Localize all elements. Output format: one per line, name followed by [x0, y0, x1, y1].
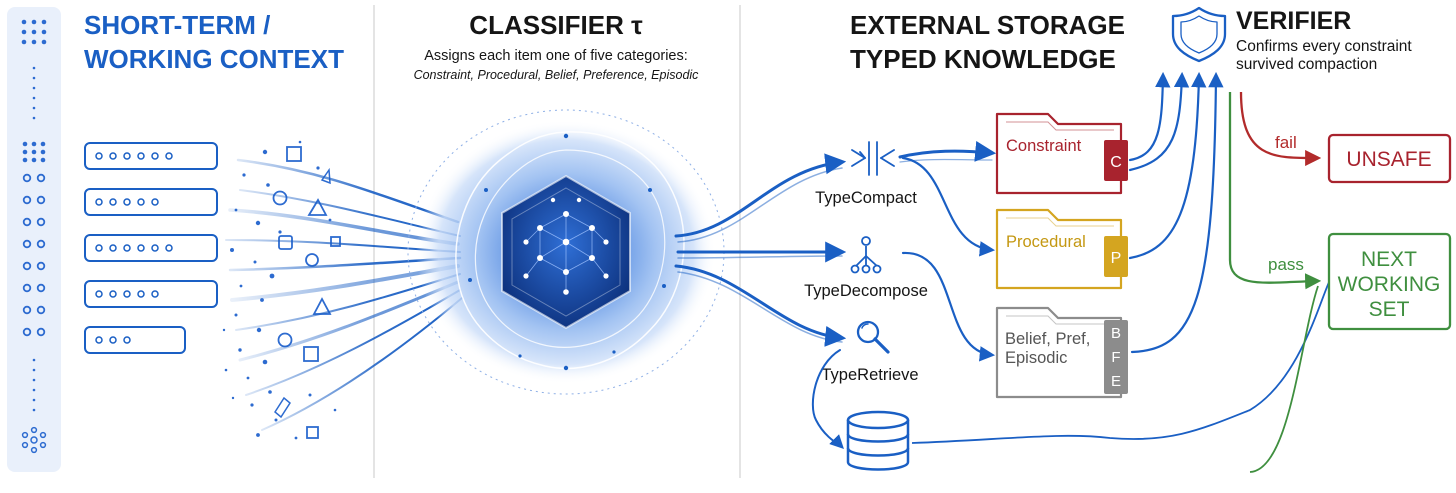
unsafe-label: UNSAFE: [1346, 148, 1431, 171]
constraint-folder-label: Constraint: [1006, 137, 1082, 155]
procedural-tab: [1104, 236, 1128, 277]
rail-dot-grid-mid-icon: [22, 141, 46, 163]
next-working-set-box: [1327, 232, 1452, 331]
classifier-output-streams: [674, 153, 847, 347]
type-retrieve-label: TypeRetrieve: [821, 366, 918, 384]
verifier-desc-line1: Confirms every constraint: [1236, 38, 1412, 55]
bfe-tab-letter-b: B: [1111, 325, 1121, 342]
constraint-tab-letter: C: [1110, 154, 1122, 171]
pass-path: [1228, 92, 1322, 290]
constraint-tab: [1104, 140, 1128, 181]
constraint-folder-icon: C Constraint: [995, 112, 1128, 195]
neural-network-edges: [525, 213, 607, 292]
memory-item: [84, 142, 218, 170]
type-compact-op: TypeCompact: [815, 141, 917, 207]
storage-title-line1: EXTERNAL STORAGE: [850, 10, 1125, 40]
bfe-folder-label-line2: Episodic: [1005, 349, 1067, 367]
bfe-tab: [1104, 320, 1128, 394]
left-rail: [7, 7, 61, 472]
next-working-set-line3: SET: [1369, 298, 1410, 321]
orbit-dots: [468, 133, 666, 371]
classifier-ring-inner: [474, 149, 666, 348]
bfe-tab-letter-f: F: [1111, 349, 1120, 366]
bfe-folder-label-line1: Belief, Pref,: [1005, 330, 1090, 348]
fail-label: fail: [1275, 133, 1297, 152]
rail-background: [7, 7, 61, 472]
context-section: SHORT-TERM / WORKING CONTEXT: [84, 10, 463, 440]
procedural-folder-label: Procedural: [1006, 233, 1086, 251]
next-working-set-line2: WORKING: [1338, 273, 1441, 296]
pass-path-lower: [1249, 285, 1319, 473]
next-working-set-line1: NEXT: [1361, 248, 1417, 271]
magnifier-icon: [856, 320, 890, 354]
verifier-section: VERIFIER Confirms every constraint survi…: [1128, 6, 1452, 473]
triangle-shape: [307, 198, 328, 216]
memory-item: [84, 326, 186, 354]
database-cylinder-icon: [846, 410, 910, 471]
memory-item: [84, 188, 218, 216]
folder-to-verifier-arrows: [1128, 71, 1224, 354]
storage-title-line2: TYPED KNOWLEDGE: [850, 44, 1116, 74]
type-decompose-label: TypeDecompose: [804, 282, 928, 300]
context-title-line1: SHORT-TERM /: [84, 10, 270, 40]
rail-dot-grid-top-icon: [21, 19, 47, 45]
square-shape: [278, 235, 293, 250]
fail-path: [1239, 91, 1322, 167]
type-decompose-op: TypeDecompose: [804, 236, 928, 300]
scattered-shapes: [272, 146, 341, 439]
square-shape: [286, 146, 302, 162]
storage-section: EXTERNAL STORAGE TYPED KNOWLEDGE TypeCom…: [804, 10, 1331, 471]
op-to-folder-streams: [811, 140, 997, 449]
triangle-shape: [320, 167, 331, 185]
shield-icon: [1171, 6, 1227, 63]
scattered-particles: [222, 140, 337, 440]
rail-cluster-icon: [21, 426, 47, 454]
unsafe-box: [1327, 133, 1452, 184]
rail-dotted-line-bottom: [32, 358, 36, 412]
procedural-tab-letter: P: [1111, 250, 1122, 267]
classifier-subtitle: Assigns each item one of five categories…: [424, 48, 688, 64]
type-retrieve-op: TypeRetrieve: [821, 320, 919, 384]
square-shape: [306, 426, 319, 439]
procedural-folder-icon: P Procedural: [995, 208, 1128, 290]
rail-ring-pairs: [22, 173, 46, 337]
rail-dotted-line-top: [32, 66, 36, 120]
bfe-folder-icon: B F E Belief, Pref, Episodic: [995, 306, 1128, 399]
memory-item: [84, 280, 218, 308]
square-shape: [330, 236, 341, 247]
classifier-categories: Constraint, Procedural, Belief, Preferen…: [414, 68, 700, 82]
square-shape: [303, 346, 319, 362]
context-title-line2: WORKING CONTEXT: [84, 44, 344, 74]
circle-shape: [305, 253, 319, 267]
type-compact-label: TypeCompact: [815, 189, 917, 207]
verifier-title: VERIFIER: [1236, 7, 1351, 35]
pass-label: pass: [1268, 255, 1304, 274]
memory-item: [84, 234, 218, 262]
bfe-tab-letter-e: E: [1111, 373, 1121, 390]
verifier-desc-line2: survived compaction: [1236, 56, 1377, 73]
classifier-core: [407, 109, 725, 395]
classifier-title: CLASSIFIER τ: [469, 10, 643, 40]
pencil-shape: [274, 396, 291, 419]
hierarchy-tree-icon: [850, 236, 882, 274]
circle-shape: [272, 190, 288, 206]
neural-network-nodes: [523, 197, 609, 295]
classifier-ring-outer: [455, 131, 685, 370]
classifier-section: CLASSIFIER τ Assigns each item one of fi…: [407, 10, 847, 395]
compress-arrows-icon: [851, 141, 895, 176]
